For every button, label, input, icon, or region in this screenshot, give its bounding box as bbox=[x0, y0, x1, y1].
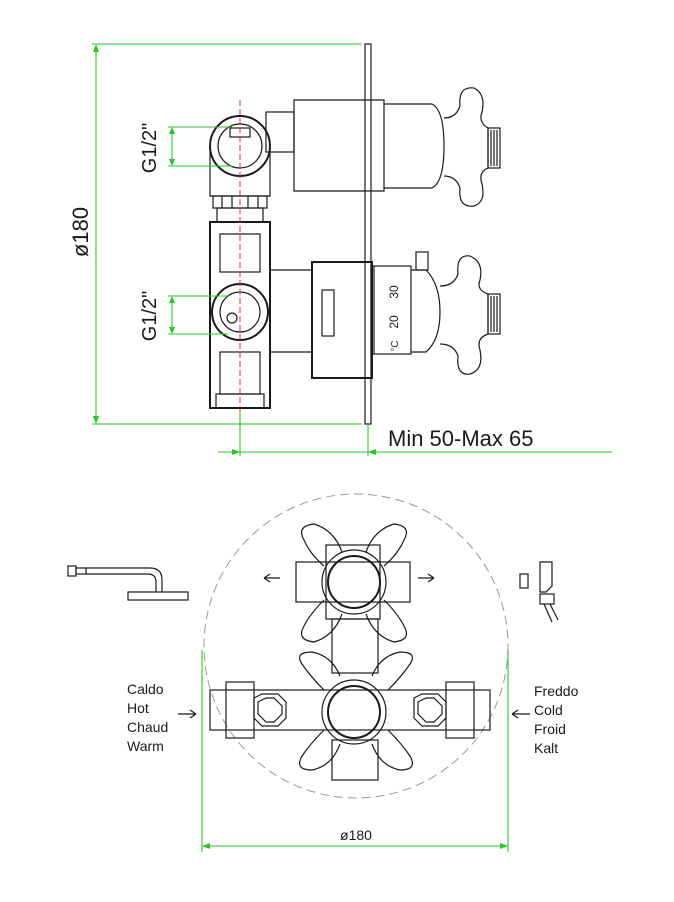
diameter-bottom-label: ø180 bbox=[340, 827, 372, 843]
side-view: 30 20 °C bbox=[209, 43, 501, 425]
thermo-cross-handle bbox=[439, 255, 489, 375]
right-arrow-icon bbox=[418, 573, 435, 583]
thermo-bonnet bbox=[411, 269, 441, 353]
hot-label-fr: Chaud bbox=[127, 719, 168, 735]
upper-handle-cap bbox=[487, 127, 501, 169]
scale-30: 30 bbox=[387, 285, 401, 299]
hand-shower-icon bbox=[519, 561, 559, 623]
left-arrow-icon bbox=[263, 573, 280, 583]
thermo-cross-handle-front bbox=[299, 651, 413, 771]
upper-cross-handle-front bbox=[301, 523, 407, 643]
scale-unit: °C bbox=[390, 340, 401, 351]
scale-20: 20 bbox=[387, 315, 401, 329]
side-view-dimensions: ø180 G1/2" G1/2" Min 50-Max 65 bbox=[68, 43, 612, 456]
temperature-dial bbox=[370, 265, 412, 355]
thermo-body bbox=[311, 261, 373, 379]
cold-label-de: Kalt bbox=[534, 740, 558, 756]
cold-label-en: Cold bbox=[534, 702, 563, 718]
cover-plate-outline bbox=[203, 493, 509, 799]
upper-bonnet bbox=[384, 103, 445, 189]
cold-label-it: Freddo bbox=[534, 683, 579, 699]
wall-plate bbox=[364, 43, 372, 425]
thermo-collar bbox=[321, 289, 335, 337]
diameter-top-label: ø180 bbox=[68, 207, 93, 257]
hot-label-it: Caldo bbox=[127, 681, 164, 697]
lower-outlet-hole bbox=[226, 312, 238, 324]
upper-thread-label: G1/2" bbox=[139, 123, 161, 173]
cold-labels: Freddo Cold Froid Kalt bbox=[511, 683, 579, 756]
hot-inlet-arrow-icon bbox=[178, 709, 197, 719]
upper-handle-hub bbox=[327, 555, 381, 609]
shower-head-icon bbox=[67, 565, 189, 601]
lower-thread-label: G1/2" bbox=[139, 291, 161, 341]
center-column bbox=[331, 618, 379, 674]
thermo-handle-cap bbox=[487, 293, 501, 335]
thermo-handle-hub bbox=[327, 685, 381, 739]
thermo-connector bbox=[270, 269, 313, 353]
hot-labels: Caldo Hot Chaud Warm bbox=[127, 681, 197, 754]
hot-label-en: Hot bbox=[127, 700, 149, 716]
front-diameter-dimension: ø180 bbox=[201, 650, 509, 852]
upper-cartridge-body bbox=[293, 99, 385, 192]
front-view: Caldo Hot Chaud Warm Freddo Cold Froid K… bbox=[67, 493, 579, 852]
upper-cross-handle bbox=[443, 87, 489, 207]
lower-thermostat-body bbox=[209, 651, 491, 781]
depth-label: Min 50-Max 65 bbox=[388, 426, 534, 451]
cold-inlet-arrow-icon bbox=[511, 709, 530, 719]
hot-inlet-nut bbox=[253, 693, 287, 727]
upper-diverter bbox=[263, 523, 435, 643]
cold-label-fr: Froid bbox=[534, 721, 566, 737]
cold-inlet-nut bbox=[413, 693, 447, 727]
safety-button bbox=[415, 251, 429, 271]
hot-label-de: Warm bbox=[127, 738, 164, 754]
